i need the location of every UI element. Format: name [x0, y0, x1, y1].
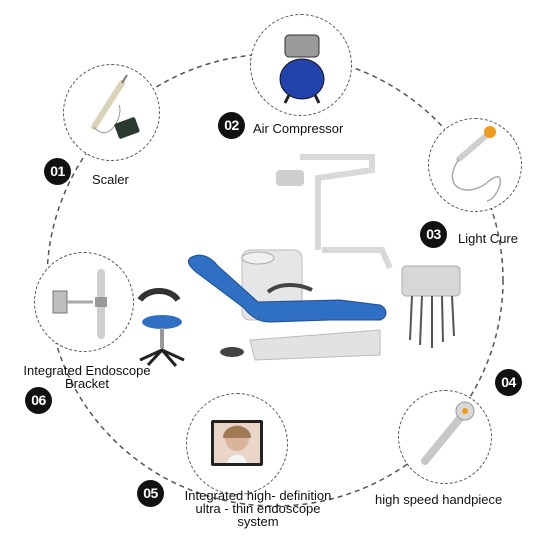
label-endoscope-bracket: Integrated Endoscope Bracket — [23, 363, 151, 391]
endoscope-bracket-icon — [52, 269, 107, 339]
badge-03: 03 — [420, 221, 447, 248]
label-scaler: Scaler — [92, 172, 129, 187]
badge-05: 05 — [137, 480, 164, 507]
bubble-air-compressor — [250, 14, 352, 116]
bubble-endoscope-bracket — [34, 252, 134, 352]
label-air-compressor: Air Compressor — [253, 121, 344, 136]
bubble-scaler — [63, 64, 160, 161]
badge-01: 01 — [44, 158, 71, 185]
bubble-endoscope-system — [186, 393, 288, 495]
handpiece-icon — [421, 401, 475, 465]
operating-light-icon — [276, 170, 304, 186]
light-cure-icon — [451, 126, 502, 202]
label-handpiece: high speed handpiece — [375, 492, 503, 507]
badge-02: 02 — [218, 112, 245, 139]
bubble-light-cure — [428, 118, 522, 212]
chair-seat-icon — [187, 254, 387, 323]
dentist-stool-icon — [137, 288, 181, 302]
label-light-cure: Light Cure — [458, 231, 518, 246]
instrument-tray-icon — [401, 265, 461, 297]
endoscope-monitor-icon — [211, 420, 263, 466]
bubble-handpiece — [398, 390, 492, 484]
label-endoscope-system: Integrated high- definition ultra - thin… — [184, 488, 332, 529]
scaler-icon — [91, 74, 140, 139]
air-compressor-icon — [279, 34, 325, 104]
badge-06: 06 — [25, 387, 52, 414]
badge-04: 04 — [495, 369, 522, 396]
